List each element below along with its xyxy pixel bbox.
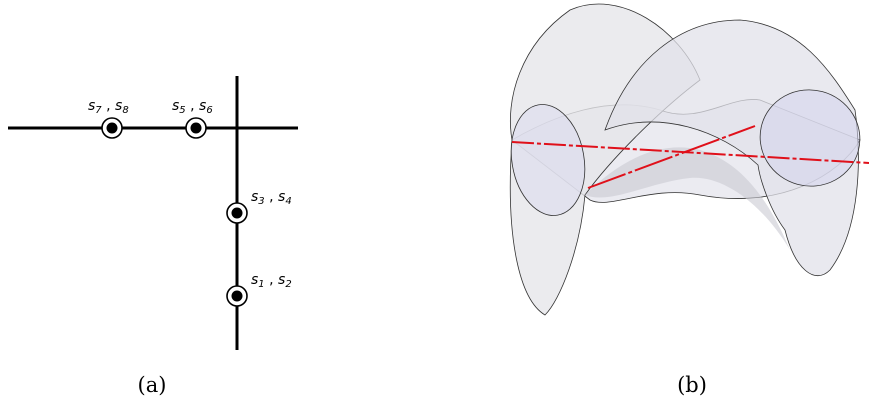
saddle-center: [585, 147, 790, 250]
point-label: s1 , s2: [251, 272, 292, 290]
point-s1-s2: s1 , s2: [226, 272, 292, 307]
red-line-cross: [587, 125, 756, 189]
left-tube-end: [510, 104, 586, 216]
point-dot: [231, 207, 243, 219]
point-s7-s8: s7 , s8: [88, 98, 129, 139]
panel-a: s7 , s8 s5 , s6 s3 , s4 s1 , s2 (a): [8, 76, 298, 397]
panel-b: (b): [509, 3, 869, 397]
red-line-long: [511, 141, 869, 164]
saddle-right-lobe: [604, 19, 859, 276]
point-s5-s6: s5 , s6: [172, 98, 213, 139]
point-s3-s4: s3 , s4: [226, 189, 292, 224]
point-dot: [231, 290, 243, 302]
point-label: s7 , s8: [88, 98, 129, 116]
caption-a: (a): [138, 373, 167, 397]
right-tube-end: [759, 89, 861, 187]
point-dot: [190, 122, 202, 134]
point-dot: [106, 122, 118, 134]
point-label: s3 , s4: [251, 189, 292, 207]
caption-b: (b): [677, 373, 707, 397]
point-label: s5 , s6: [172, 98, 213, 116]
